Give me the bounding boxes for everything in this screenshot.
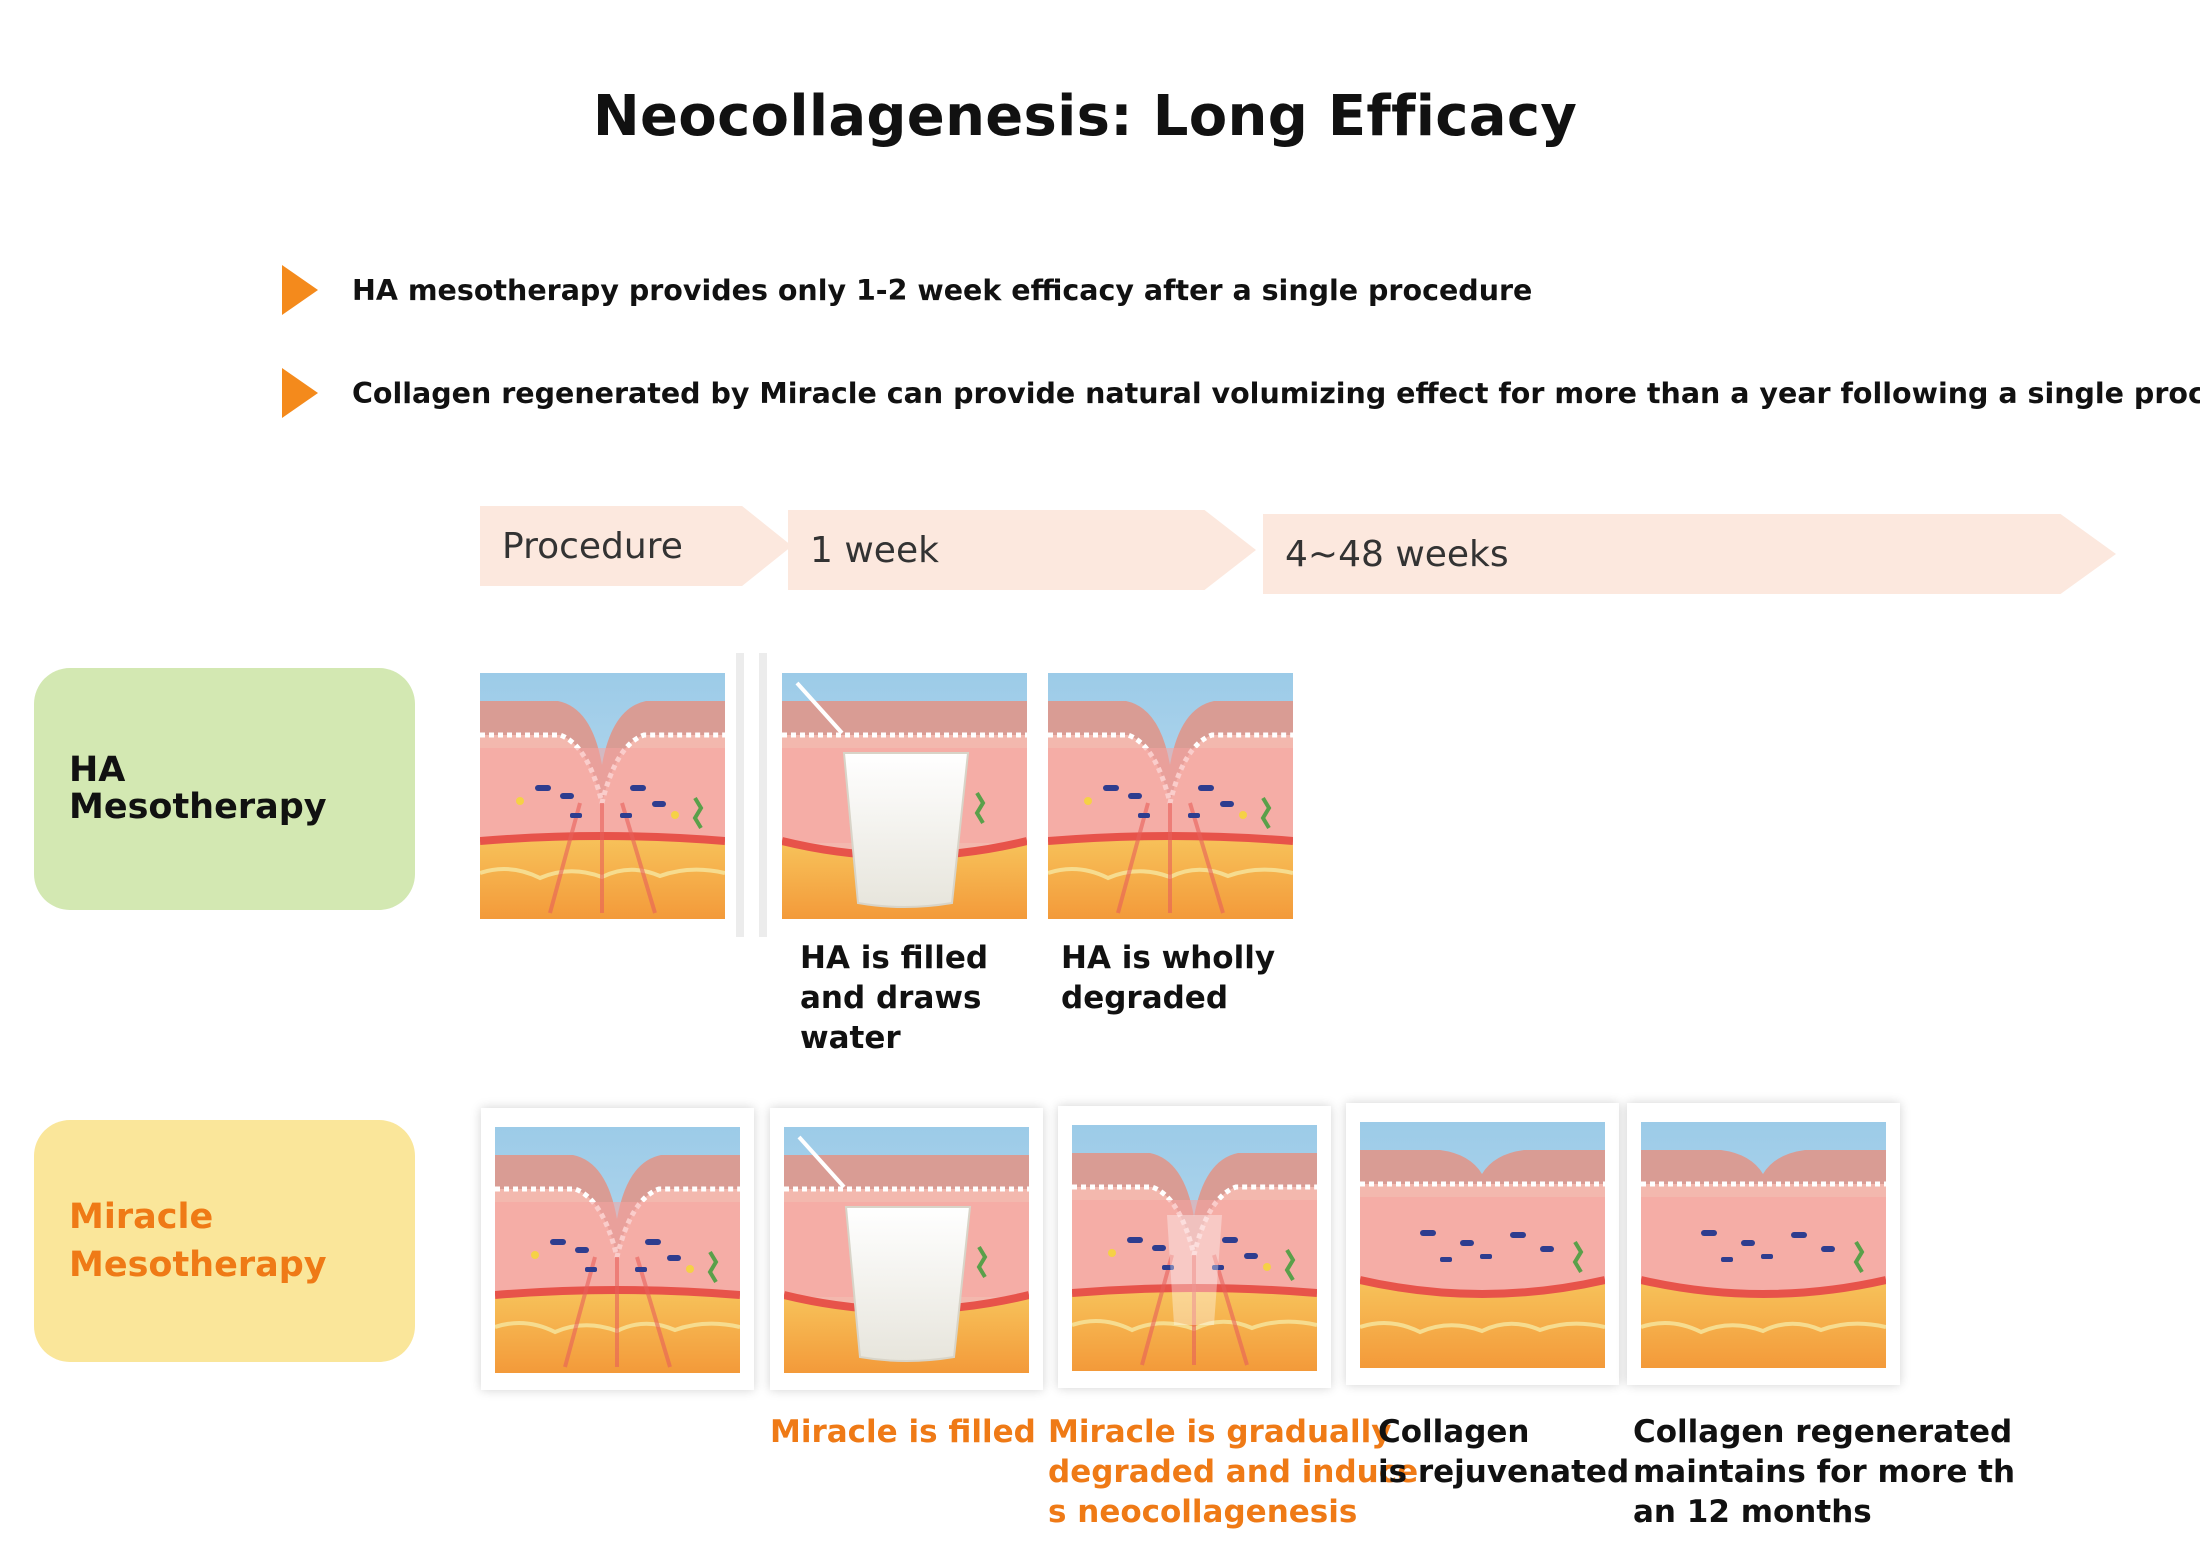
collagen-maintained-frame [1627,1103,1900,1385]
bullet-ha-efficacy: HA mesotherapy provides only 1-2 week ef… [282,265,1532,315]
timeline-label: 4~48 weeks [1285,533,1509,575]
caption-miracle-filled: Miracle is filled [770,1414,1036,1450]
timeline-1-week: 1 week [788,510,1256,590]
miracle-procedure-illustration [495,1127,740,1373]
bullet-arrow-icon [282,368,318,418]
label-line: HA [69,750,126,791]
label-line: Miracle [69,1196,214,1237]
collagen-rejuvenated-frame [1346,1103,1619,1385]
timeline-procedure: Procedure [480,506,792,586]
miracle-filled-frame [770,1108,1043,1390]
divider [759,653,767,937]
miracle-degraded-illustration [1072,1125,1317,1371]
miracle-mesotherapy-label: Miracle Mesotherapy [34,1120,415,1362]
ha-degraded-illustration [1048,673,1293,919]
timeline-label: 1 week [810,529,939,571]
bullet-arrow-icon [282,265,318,315]
divider [736,653,744,937]
timeline-4-48-weeks: 4~48 weeks [1263,514,2116,594]
page-title: Neocollagenesis: Long Efficacy [592,84,1578,149]
bullet-text: Collagen regenerated by Miracle can prov… [352,376,2200,410]
bullet-miracle-efficacy: Collagen regenerated by Miracle can prov… [282,368,2200,418]
collagen-rejuvenated-illustration [1360,1122,1605,1368]
miracle-filled-illustration [784,1127,1029,1373]
label-line: Mesotherapy [69,787,327,827]
label-line: Mesotherapy [69,1245,327,1285]
ha-procedure-illustration [480,673,725,919]
timeline-label: Procedure [502,525,683,567]
ha-mesotherapy-label: HA Mesotherapy [34,668,415,910]
collagen-maintained-illustration [1641,1122,1886,1368]
miracle-procedure-frame [481,1108,754,1390]
bullet-text: HA mesotherapy provides only 1-2 week ef… [352,273,1533,307]
miracle-degraded-frame [1058,1106,1331,1388]
ha-filled-illustration [782,673,1027,919]
